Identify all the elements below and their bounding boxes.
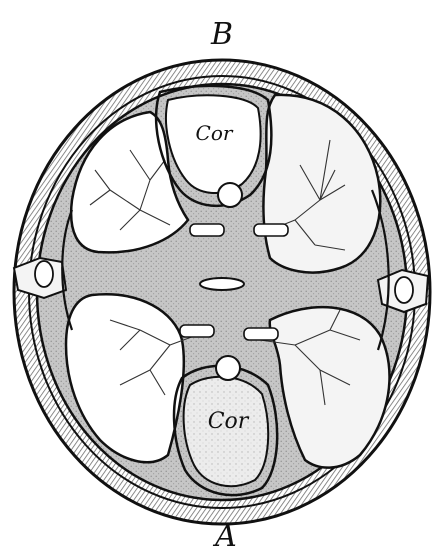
central-vessel [200,278,244,290]
label-heart-upper: Cor [196,121,234,145]
vertebra-right [378,270,428,312]
vertebra-left [14,258,66,298]
label-bottom: A [212,519,237,554]
bronchus-lower-left [180,325,214,337]
bronchus-upper-right [254,224,288,236]
bronchus-lower-right [244,328,278,340]
vessel-lower [216,356,240,380]
label-top: B [210,17,233,52]
bronchus-upper-left [190,224,224,236]
vessel-upper [218,183,242,207]
label-heart-lower: Cor [208,409,250,434]
